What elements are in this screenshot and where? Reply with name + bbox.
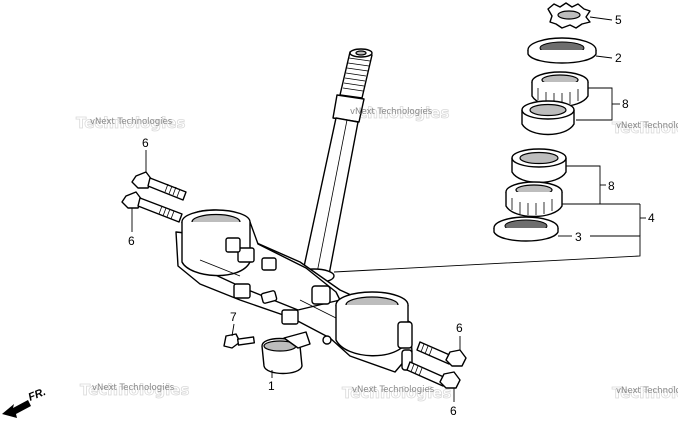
clamp-bolt — [223, 333, 256, 349]
callout-pinch-bolt-lower-left: 6 — [128, 234, 135, 248]
pinch-bolt-upper-left — [131, 171, 187, 201]
svg-text:Technologies: Technologies — [76, 114, 185, 132]
svg-text:Technologies: Technologies — [612, 119, 678, 137]
watermark-ghosts: Technologies Technologies Technologies T… — [76, 104, 678, 403]
callout-steering-stem: 4 — [648, 211, 655, 225]
callout-pinch-bolt-upper-left: 6 — [142, 136, 149, 150]
watermark-text: vNext Technologies — [350, 107, 433, 117]
callout-pinch-bolt-upper-right: 6 — [456, 321, 463, 335]
callouts: 5 2 8 8 3 4 6 6 6 6 7 1 — [128, 13, 655, 418]
front-indicator-label: FR. — [27, 386, 48, 404]
callout-pinch-bolt-lower-right: 6 — [450, 404, 457, 418]
upper-bearing-race — [521, 100, 575, 136]
watermark-text: vNext Technologies — [92, 383, 175, 393]
svg-text:Technologies: Technologies — [80, 381, 189, 399]
lower-dust-seal — [493, 216, 559, 242]
svg-text:Technologies: Technologies — [340, 104, 449, 122]
pinch-bolt-upper-right — [416, 341, 467, 367]
watermarks: vNext Technologies vNext Technologies vN… — [90, 107, 678, 396]
callout-upper-bearing: 8 — [622, 97, 629, 111]
watermark-text: vNext Technologies — [90, 117, 173, 127]
watermark-text: vNext Technologies — [616, 121, 678, 131]
watermark-text: vNext Technologies — [616, 386, 678, 396]
bottom-bridge — [175, 209, 413, 373]
svg-text:Technologies: Technologies — [612, 384, 678, 402]
front-direction-arrow-icon — [2, 400, 31, 418]
callout-lower-dust-seal: 3 — [575, 230, 582, 244]
pinch-bolt-lower-right — [406, 361, 461, 389]
callout-lower-bearing: 8 — [608, 179, 615, 193]
callout-lock-nut: 5 — [615, 13, 622, 27]
svg-text:Technologies: Technologies — [342, 384, 451, 402]
watermark-text: vNext Technologies — [352, 385, 435, 395]
steering-stem-shaft — [293, 48, 373, 284]
hose-clamp — [261, 331, 311, 375]
lower-bearing-race — [511, 148, 567, 184]
callout-clamp-bolt: 7 — [230, 310, 237, 324]
leader-lines — [131, 16, 646, 402]
lower-bearing — [505, 181, 563, 218]
callout-hose-clamp: 1 — [268, 379, 275, 393]
upper-dust-seal — [527, 37, 597, 64]
callout-upper-dust-seal: 2 — [615, 51, 622, 65]
pinch-bolt-lower-left — [121, 191, 183, 223]
steering-stem-lock-nut — [547, 2, 591, 29]
